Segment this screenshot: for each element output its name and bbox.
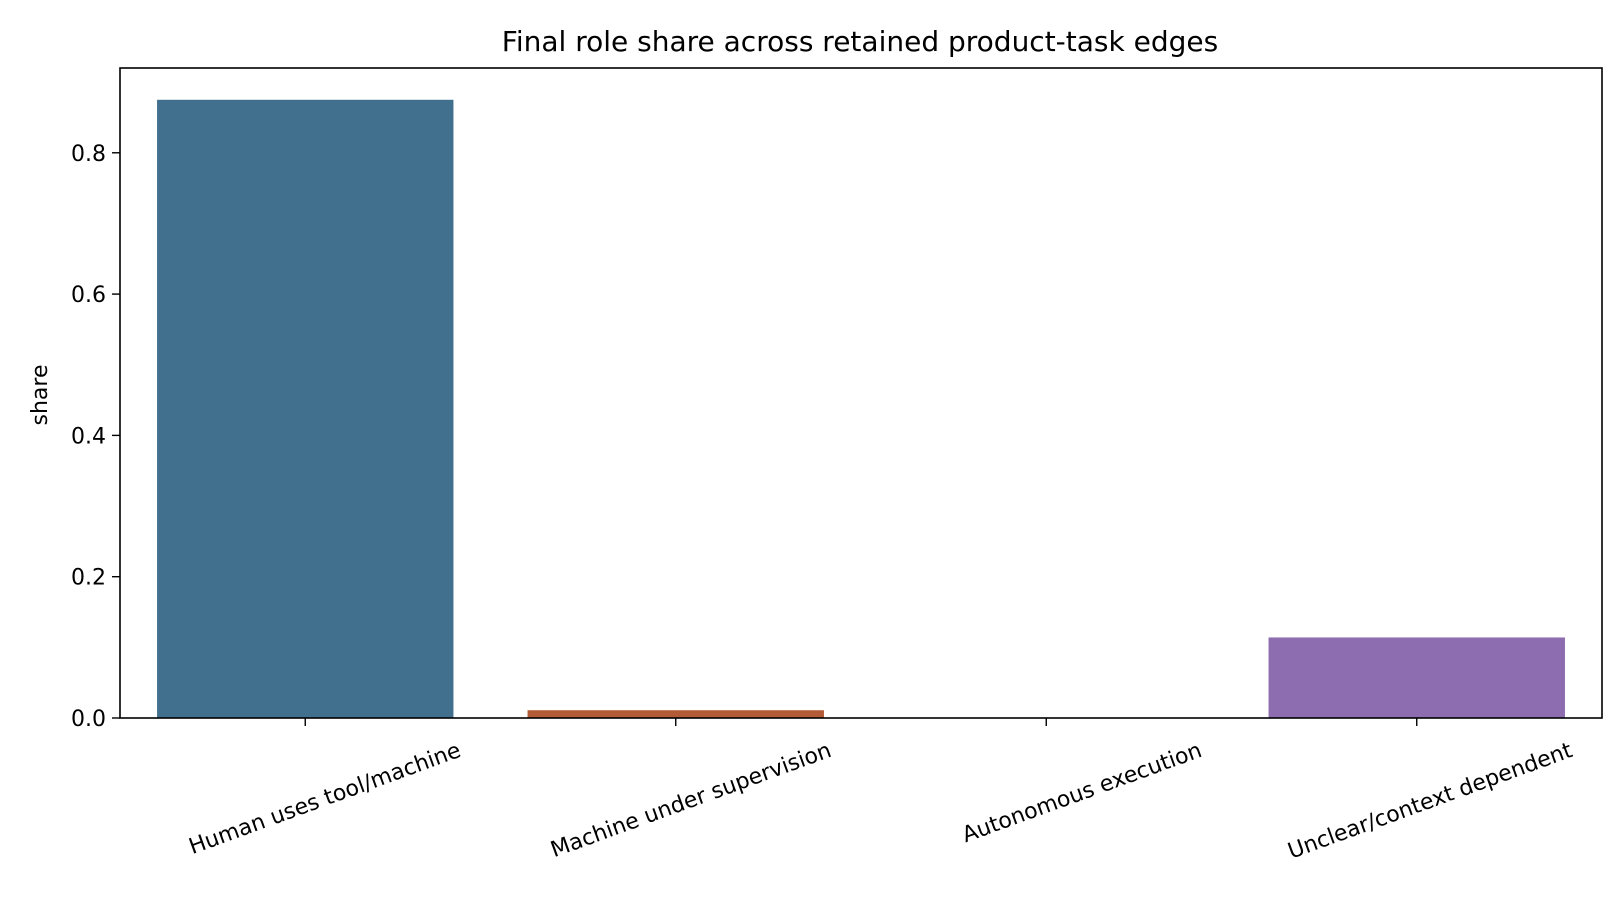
chart-title: Final role share across retained product… bbox=[502, 25, 1218, 58]
x-tick-label-2: Machine under supervision bbox=[548, 738, 835, 863]
y-tick-label-4: 0.6 bbox=[71, 283, 106, 308]
x-tick-label-4: Unclear/context dependent bbox=[1285, 738, 1576, 864]
y-tick-label-5: 0.8 bbox=[71, 142, 106, 167]
bars bbox=[157, 99, 1565, 719]
x-axis: Human uses tool/machine Machine under sup… bbox=[186, 718, 1576, 864]
x-tick-label-1: Human uses tool/machine bbox=[186, 738, 465, 860]
plot-frame bbox=[119, 67, 1603, 719]
bar-2 bbox=[527, 710, 824, 718]
y-axis: 0.0 0.2 0.4 0.6 0.8 bbox=[71, 142, 120, 732]
bar-4 bbox=[1268, 637, 1565, 718]
bar-1 bbox=[157, 99, 454, 719]
y-tick-label-1: 0.0 bbox=[71, 707, 106, 732]
y-tick-label-3: 0.4 bbox=[71, 424, 106, 449]
x-tick-label-3: Autonomous execution bbox=[959, 738, 1205, 848]
y-tick-label-2: 0.2 bbox=[71, 566, 106, 591]
y-axis-label: share bbox=[28, 365, 53, 426]
